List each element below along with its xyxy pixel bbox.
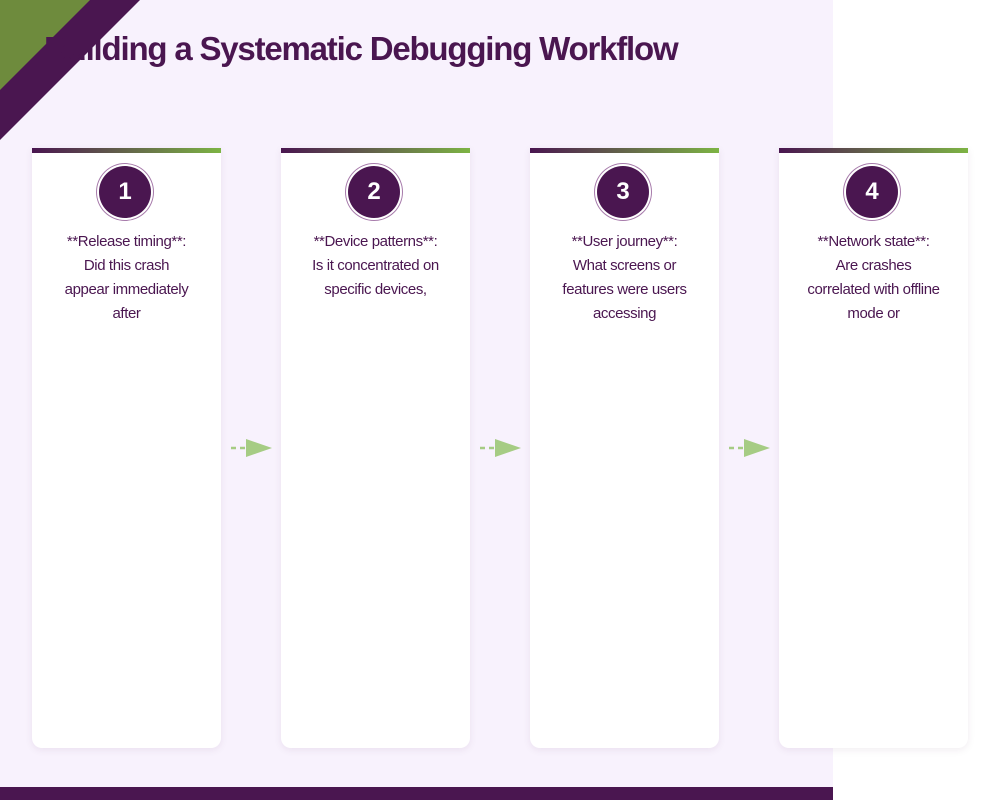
step-number-badge: 4 bbox=[846, 166, 898, 218]
card-accent-bar bbox=[32, 148, 221, 153]
step-description: **User journey**: What screens or featur… bbox=[562, 233, 687, 322]
step-number-badge: 1 bbox=[99, 166, 151, 218]
bottom-accent-bar bbox=[0, 787, 833, 800]
step-number-badge: 3 bbox=[597, 166, 649, 218]
corner-decoration bbox=[0, 0, 140, 140]
card-accent-bar bbox=[530, 148, 719, 153]
card-accent-bar bbox=[779, 148, 968, 153]
step-number-badge: 2 bbox=[348, 166, 400, 218]
arrow-right-icon bbox=[729, 439, 770, 457]
step-card-4: 4 **Network state**: Are crashes correla… bbox=[779, 148, 968, 748]
arrow-right-icon bbox=[480, 439, 521, 457]
step-description: **Release timing**: Did this crash appea… bbox=[64, 233, 189, 322]
arrow-right-icon bbox=[231, 439, 272, 457]
card-accent-bar bbox=[281, 148, 470, 153]
step-card-1: 1 **Release timing**: Did this crash app… bbox=[32, 148, 221, 748]
page-title: Building a Systematic Debugging Workflow bbox=[44, 30, 679, 67]
step-description: **Network state**: Are crashes correlate… bbox=[807, 233, 940, 322]
step-card-2: 2 **Device patterns**: Is it concentrate… bbox=[281, 148, 470, 748]
step-card-3: 3 **User journey**: What screens or feat… bbox=[530, 148, 719, 748]
step-description: **Device patterns**: Is it concentrated … bbox=[312, 233, 439, 298]
